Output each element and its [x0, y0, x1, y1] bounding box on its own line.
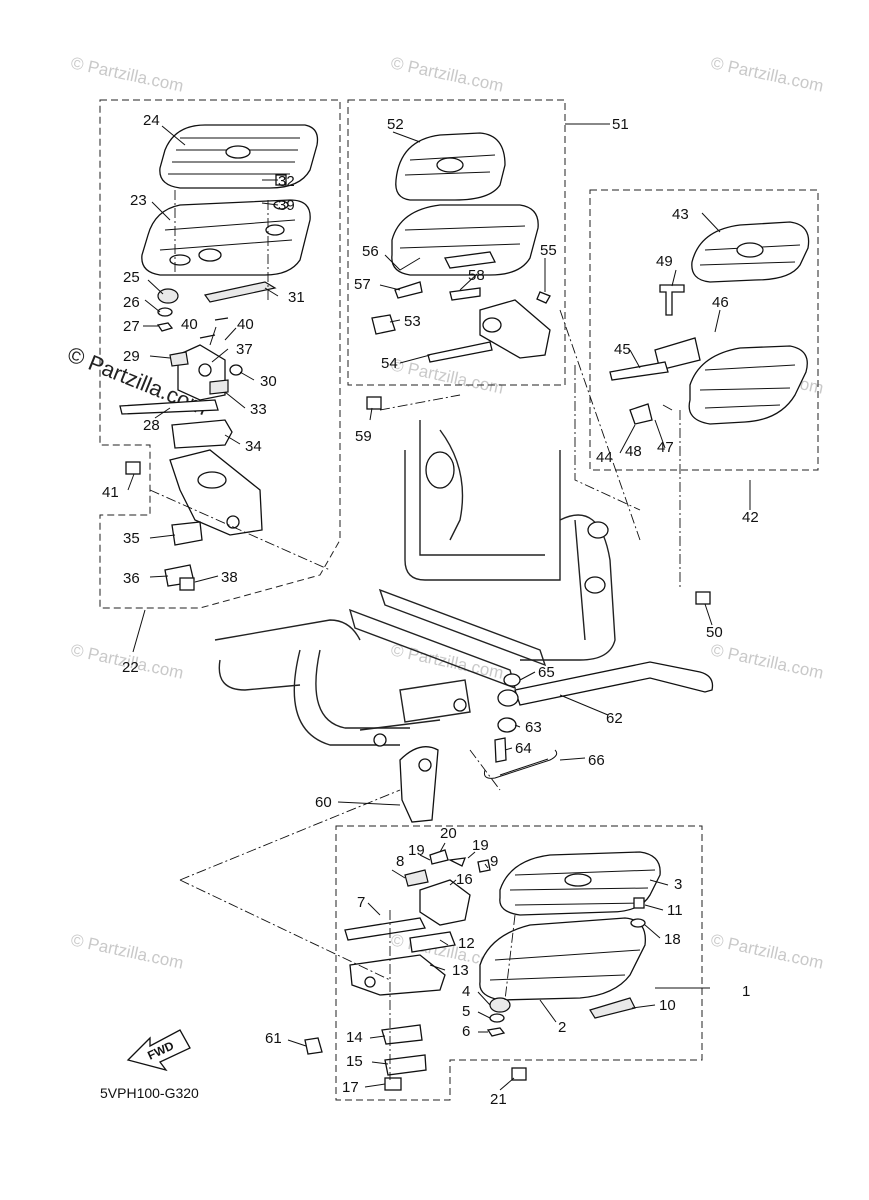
- lever-assembly: [399, 661, 714, 823]
- brake-lever-62: [514, 661, 714, 706]
- callout-label: 21: [490, 1091, 507, 1108]
- callout-label: 33: [250, 401, 267, 418]
- callout-label: 63: [525, 719, 542, 736]
- callout-label: 56: [362, 243, 379, 260]
- callout-label: 28: [143, 417, 160, 434]
- callout-label: 38: [221, 569, 238, 586]
- callout-label: 25: [123, 269, 140, 286]
- watermark: © Partzilla.com: [389, 53, 505, 95]
- callout-label: 60: [315, 794, 332, 811]
- callout-label: 20: [440, 825, 457, 842]
- callout-label: 24: [143, 112, 160, 129]
- callout-label: 31: [288, 289, 305, 306]
- watermark: © Partzilla.com: [709, 53, 825, 95]
- fwd-arrow-icon: FWD: [126, 1029, 191, 1072]
- group-outlines: [99, 99, 819, 1101]
- callout-label: 53: [404, 313, 421, 330]
- callout-label: 58: [468, 267, 485, 284]
- callout-label: 11: [667, 902, 683, 919]
- callout-label: 65: [538, 664, 555, 681]
- callout-label: 29: [123, 348, 140, 365]
- spring-66: [484, 749, 558, 779]
- callout-label: 42: [742, 509, 759, 526]
- group-22-outline: [99, 99, 341, 609]
- callout-label: 1: [742, 983, 750, 1000]
- callout-label: 12: [458, 935, 475, 952]
- callout-label: 7: [357, 894, 365, 911]
- callout-label: 16: [456, 871, 473, 888]
- callout-label: 9: [490, 853, 498, 870]
- callout-label: 61: [265, 1030, 282, 1047]
- callout-label: 51: [612, 116, 629, 133]
- callout-label: 45: [614, 341, 631, 358]
- callout-label: 40: [237, 316, 254, 333]
- callout-label: 44: [596, 449, 613, 466]
- callout-label: 55: [540, 242, 557, 259]
- lower-footboard-group: [304, 849, 661, 1091]
- group-51-outline: [347, 99, 566, 386]
- callout-label: 6: [462, 1023, 470, 1040]
- left-footboard-group: [119, 124, 319, 591]
- reference-lines: [149, 309, 641, 981]
- right-footboard-group: [609, 221, 810, 605]
- callout-label: 52: [387, 116, 404, 133]
- diagram-code: 5VPH100-G320: [100, 1085, 199, 1101]
- callout-label: 36: [123, 570, 140, 587]
- watermark: © Partzilla.com: [709, 640, 825, 682]
- callout-label: 37: [236, 341, 253, 358]
- callout-label: 3: [674, 876, 682, 893]
- callout-label: 46: [712, 294, 729, 311]
- callout-label: 34: [245, 438, 262, 455]
- callout-label: 22: [122, 659, 139, 676]
- watermark: © Partzilla.com: [69, 53, 185, 95]
- leader-lines: [127, 123, 751, 1091]
- callout-label: 41: [102, 484, 119, 501]
- frame-assembly: [214, 420, 616, 747]
- center-footboard-group: [366, 132, 551, 410]
- callout-label: 50: [706, 624, 723, 641]
- callout-label: 26: [123, 294, 140, 311]
- callout-label: 64: [515, 740, 532, 757]
- callout-label: 49: [656, 253, 673, 270]
- callout-label: 17: [342, 1079, 359, 1096]
- callout-label: 19: [408, 842, 425, 859]
- callout-label: 30: [260, 373, 277, 390]
- watermark: © Partzilla.com: [69, 930, 185, 972]
- callout-label: 23: [130, 192, 147, 209]
- callout-label: 5: [462, 1003, 470, 1020]
- callout-label: 19: [472, 837, 489, 854]
- callout-label: 43: [672, 206, 689, 223]
- callout-label: 15: [346, 1053, 363, 1070]
- callout-label: 2: [558, 1019, 566, 1036]
- callout-label: 27: [123, 318, 140, 335]
- callout-label: 54: [381, 355, 398, 372]
- callout-label: 62: [606, 710, 623, 727]
- callout-label: 59: [355, 428, 372, 445]
- callout-label: 39: [278, 197, 295, 214]
- watermark: © Partzilla.com: [709, 930, 825, 972]
- callout-label: 35: [123, 530, 140, 547]
- callout-label: 13: [452, 962, 469, 979]
- callout-label: 8: [396, 853, 404, 870]
- callout-label: 48: [625, 443, 642, 460]
- callout-label: 57: [354, 276, 371, 293]
- callout-label: 47: [657, 439, 674, 456]
- callout-label: 32: [278, 173, 295, 190]
- callout-label: 18: [664, 931, 681, 948]
- callout-labels: 1 2 3 4 5 6 7 8 9 10 11 12 13 14 15 16 1…: [102, 112, 759, 1108]
- group-42-outline: [589, 189, 819, 471]
- callout-label: 66: [588, 752, 605, 769]
- group-1-outline: [335, 825, 703, 1101]
- callout-label: 14: [346, 1029, 363, 1046]
- callout-label: 10: [659, 997, 676, 1014]
- callout-label: 4: [462, 983, 470, 1000]
- callout-label: 40: [181, 316, 198, 333]
